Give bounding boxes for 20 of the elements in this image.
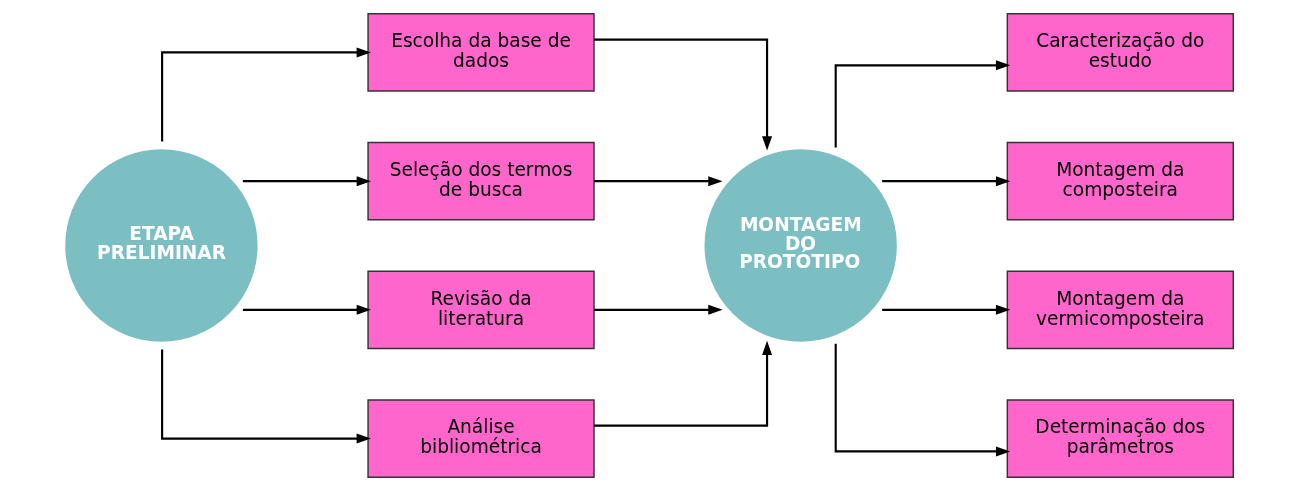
arrow xyxy=(242,176,371,187)
arrow xyxy=(593,38,772,151)
arrow xyxy=(160,47,371,142)
node-box: Revisão da literatura xyxy=(366,270,595,350)
arrow xyxy=(834,343,1010,457)
arrow xyxy=(881,176,1010,187)
node-box: Caracterização do estudo xyxy=(1006,13,1234,92)
arrow xyxy=(593,340,772,427)
arrow xyxy=(593,176,723,187)
arrow xyxy=(834,60,1010,148)
arrow xyxy=(242,304,371,315)
node-box: Montagem da vermicomposteira xyxy=(1006,270,1234,350)
node-box: Montagem da composteira xyxy=(1006,141,1234,221)
node-box: Seleção dos termos de busca xyxy=(366,141,595,221)
arrow xyxy=(160,349,371,444)
arrow xyxy=(881,304,1010,315)
node-box: Escolha da base de dados xyxy=(366,13,595,92)
node-box: Análise bibliométrica xyxy=(366,399,595,478)
arrow xyxy=(593,304,723,315)
node-box: Determinação dos parâmetros xyxy=(1006,399,1234,478)
